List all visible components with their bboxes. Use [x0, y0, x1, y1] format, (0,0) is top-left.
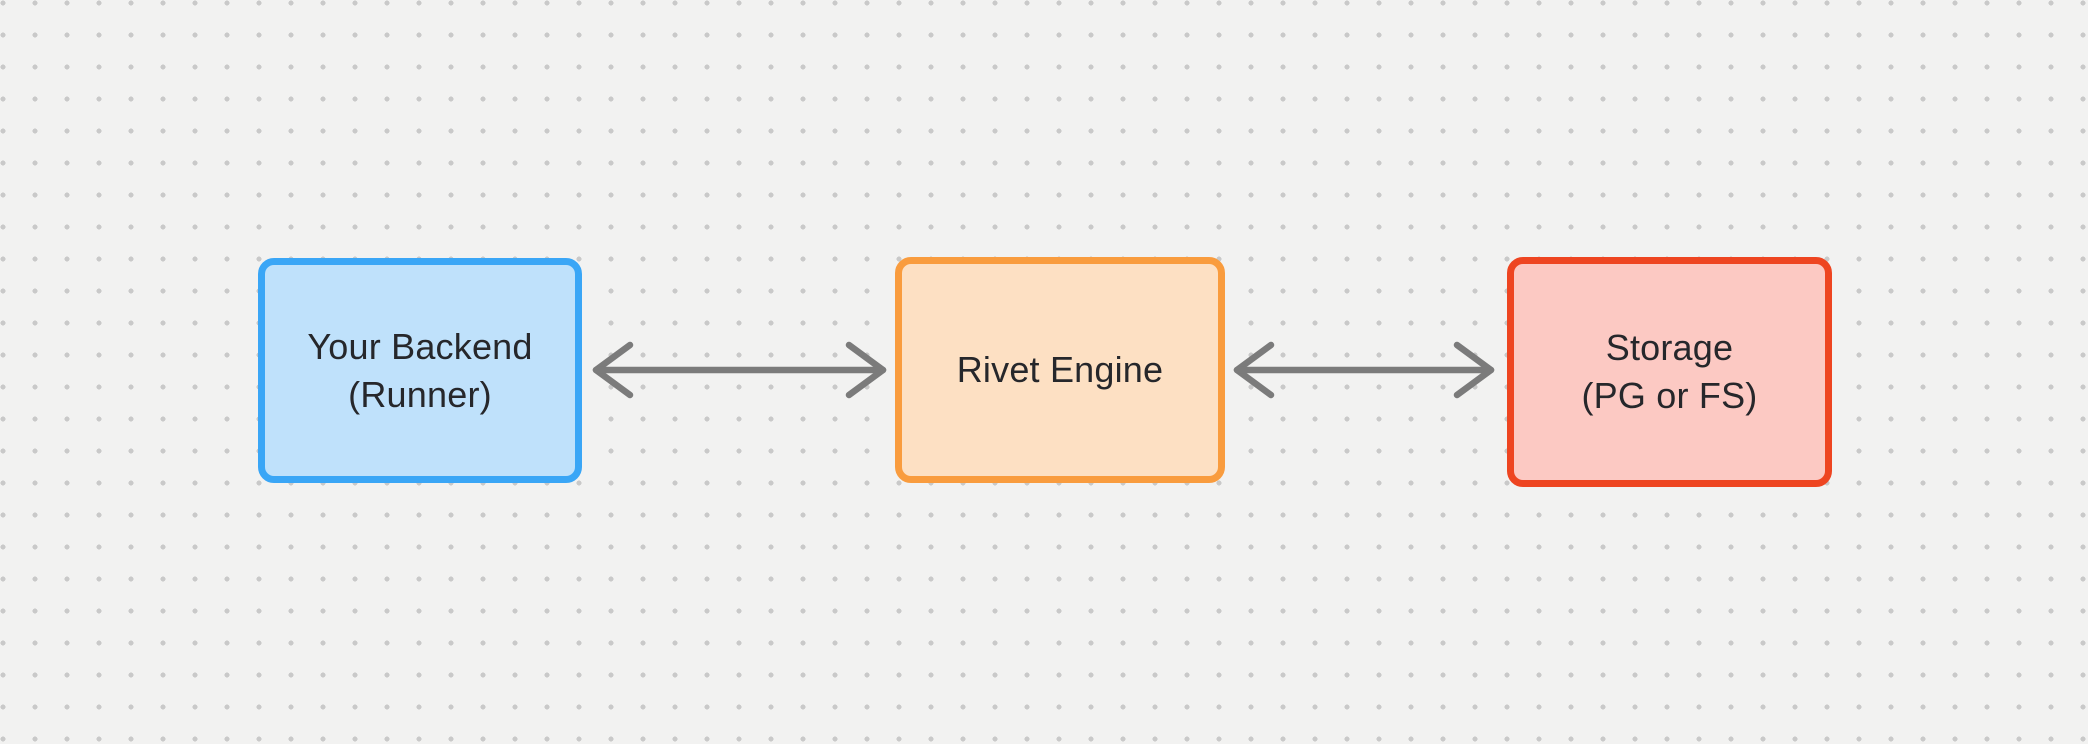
- node-your-backend[interactable]: Your Backend (Runner): [258, 258, 582, 483]
- node-rivet-engine[interactable]: Rivet Engine: [895, 257, 1225, 483]
- node-storage[interactable]: Storage (PG or FS): [1507, 257, 1832, 487]
- double-arrow-engine-storage[interactable]: [1230, 338, 1498, 402]
- double-arrow-backend-engine[interactable]: [589, 338, 890, 402]
- node-label-line: Rivet Engine: [956, 349, 1164, 390]
- node-label: Rivet Engine: [957, 346, 1164, 394]
- node-label-line: Storage: [1605, 327, 1734, 368]
- node-label: Your Backend (Runner): [307, 323, 532, 419]
- node-label-line: (PG or FS): [1581, 375, 1758, 416]
- arrowhead-right-icon: [1453, 341, 1495, 399]
- node-label-line: Your Backend: [307, 325, 533, 367]
- arrowhead-right-icon: [845, 341, 887, 399]
- node-label-line: (Runner): [348, 373, 492, 415]
- node-label: Storage (PG or FS): [1581, 324, 1757, 420]
